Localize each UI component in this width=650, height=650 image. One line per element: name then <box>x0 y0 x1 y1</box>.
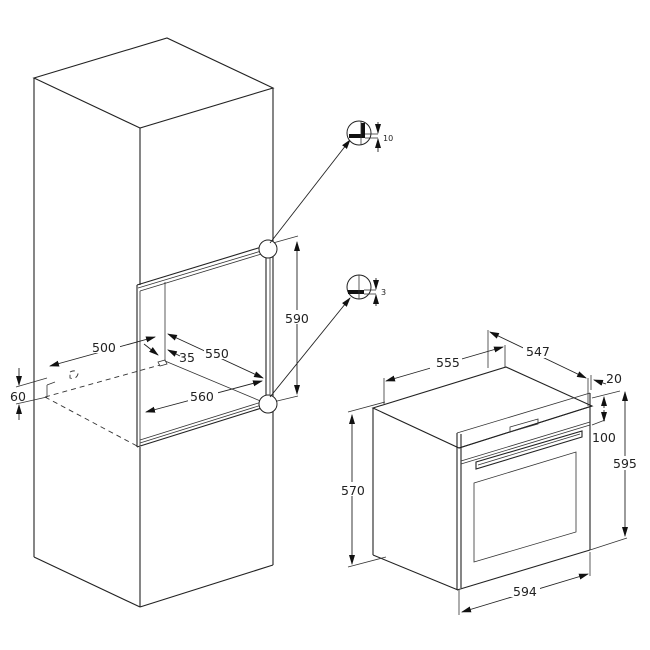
dim-20: 20 <box>590 371 622 390</box>
dim-595: 595 <box>589 391 644 551</box>
cabinet-top-face <box>32 37 275 129</box>
dim-label: 500 <box>92 340 116 355</box>
detail-label: 3 <box>381 288 386 297</box>
oven <box>371 366 594 591</box>
detail-label: 10 <box>383 134 393 143</box>
dim-547: 547 <box>487 330 589 406</box>
dim-label: 550 <box>205 346 229 361</box>
dim-60: 60 <box>10 368 48 420</box>
detail-callout-bottom: 3 <box>258 274 386 414</box>
dim-555: 555 <box>383 345 506 404</box>
dim-label: 560 <box>190 389 214 404</box>
cabinet-bottom-left <box>33 556 141 608</box>
dim-label: 20 <box>606 371 622 386</box>
oven-window <box>473 451 577 563</box>
dim-35: 35 <box>167 349 195 365</box>
dim-label: 547 <box>526 344 550 359</box>
dim-label: 570 <box>341 483 365 498</box>
dim-560: 560 <box>145 380 263 413</box>
dim-570: 570 <box>338 401 387 568</box>
oven-niche <box>136 235 299 448</box>
dim-label: 60 <box>10 389 26 404</box>
detail-callout-top: 10 <box>258 120 393 259</box>
dim-100: 100 <box>591 390 621 445</box>
dim-label: 35 <box>179 350 195 365</box>
dim-label: 590 <box>285 311 309 326</box>
dim-label: 594 <box>513 584 537 599</box>
dim-label: 595 <box>613 456 637 471</box>
oven-top-face <box>371 366 594 449</box>
oven-display <box>509 418 539 433</box>
dim-590: 590 <box>284 241 312 395</box>
cabinet-bottom-right <box>139 564 274 608</box>
oven-handle <box>475 430 583 470</box>
dim-550: 550 <box>167 333 264 379</box>
dim-label: 100 <box>592 430 616 445</box>
dim-label: 555 <box>436 355 460 370</box>
rear-opening-dashed <box>44 364 161 447</box>
dim-594: 594 <box>458 552 591 615</box>
cabinet <box>32 37 275 608</box>
dim-500: 500 <box>49 336 159 367</box>
